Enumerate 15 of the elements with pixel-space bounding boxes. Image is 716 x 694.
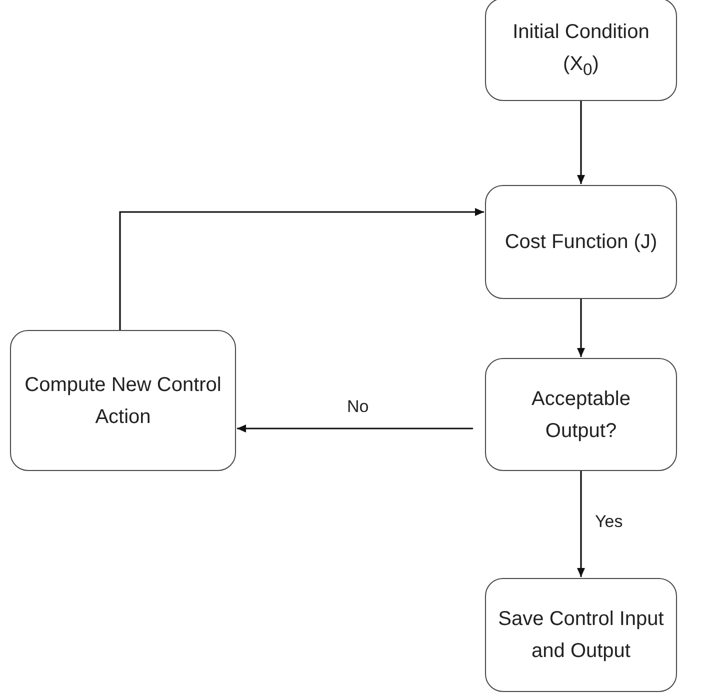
box-label: Compute New Control Action: [24, 372, 222, 430]
process-box: [485, 185, 677, 299]
box-label: Cost Function (J): [504, 230, 658, 255]
arrow: [119, 208, 484, 330]
box-label: Initial Condition (X$_{0}$): [512, 20, 650, 81]
process-box: [485, 578, 677, 692]
process-box: [485, 0, 677, 101]
arrow: [577, 471, 585, 577]
arrow: [577, 299, 585, 357]
arrow: [237, 424, 473, 432]
process-box: [10, 330, 236, 471]
process-box: [485, 358, 677, 471]
box-label: Acceptable Output?: [530, 386, 632, 444]
arrow: [577, 101, 585, 184]
box-label: Save Control Input and Output: [497, 607, 665, 664]
